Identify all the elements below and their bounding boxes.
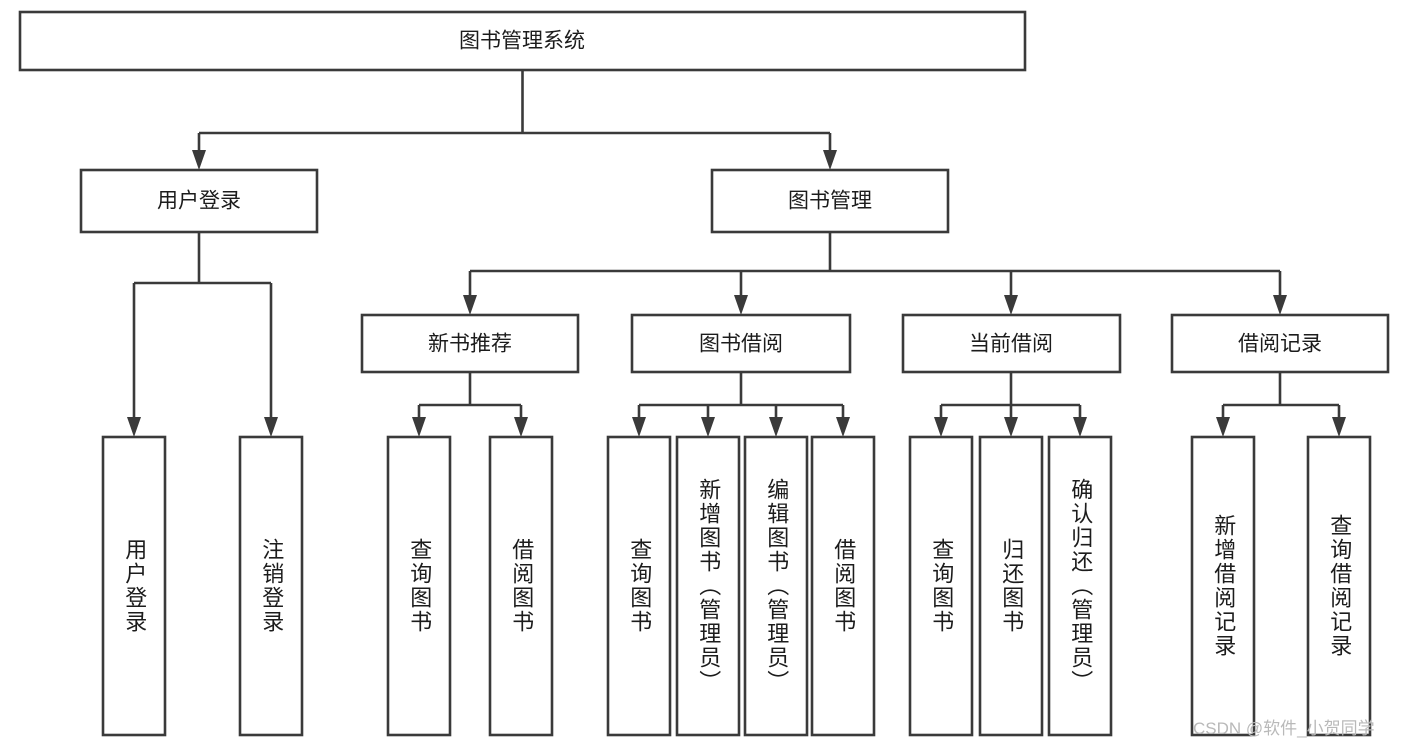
node-borrow-records-label: 借阅记录 <box>1238 333 1322 356</box>
node-borrow-records[interactable]: 借阅记录 <box>1170 313 1390 374</box>
node-current-borrow-label: 当前借阅 <box>969 333 1053 356</box>
connector-current-to-leaves <box>934 372 1087 437</box>
connector-login-to-leaves <box>127 232 278 437</box>
leaf-box-query-books-3[interactable] <box>908 435 974 737</box>
leaf-box-add-borrow-record[interactable] <box>1190 435 1256 737</box>
leaf-box-edit-book-admin[interactable] <box>743 435 809 737</box>
node-book-management[interactable]: 图书管理 <box>710 168 950 234</box>
leaf-box-query-books-1[interactable] <box>386 435 452 737</box>
leaf-box-logout[interactable] <box>238 435 304 737</box>
leaf-box-confirm-return-admin[interactable] <box>1047 435 1113 737</box>
node-book-borrow[interactable]: 图书借阅 <box>630 313 852 374</box>
connector-newbook-to-leaves <box>412 372 528 437</box>
node-current-borrow[interactable]: 当前借阅 <box>901 313 1122 374</box>
leaf-box-borrow-books-1[interactable] <box>488 435 554 737</box>
csdn-watermark: CSDN @软件_小贺同学 <box>1193 719 1375 738</box>
leaf-box-add-book-admin[interactable] <box>675 435 741 737</box>
node-book-borrow-label: 图书借阅 <box>699 333 783 356</box>
node-book-management-label: 图书管理 <box>788 190 872 213</box>
node-root-label: 图书管理系统 <box>459 30 585 53</box>
leaf-box-query-borrow-record[interactable] <box>1306 435 1372 737</box>
leaf-box-query-books-2[interactable] <box>606 435 672 737</box>
connector-borrow-to-leaves <box>632 372 850 437</box>
leaf-box-return-books[interactable] <box>978 435 1044 737</box>
node-user-login[interactable]: 用户登录 <box>79 168 319 234</box>
node-user-login-label: 用户登录 <box>157 190 241 213</box>
leaf-box-borrow-books-2[interactable] <box>810 435 876 737</box>
node-new-book-recommend-label: 新书推荐 <box>428 333 512 356</box>
connector-root-to-level2 <box>192 70 837 170</box>
connector-records-to-leaves <box>1216 372 1346 437</box>
node-root[interactable]: 图书管理系统 <box>18 10 1027 72</box>
node-new-book-recommend[interactable]: 新书推荐 <box>360 313 580 374</box>
leaf-box-user-login[interactable] <box>101 435 167 737</box>
connector-bookmgmt-to-level3 <box>463 232 1287 315</box>
